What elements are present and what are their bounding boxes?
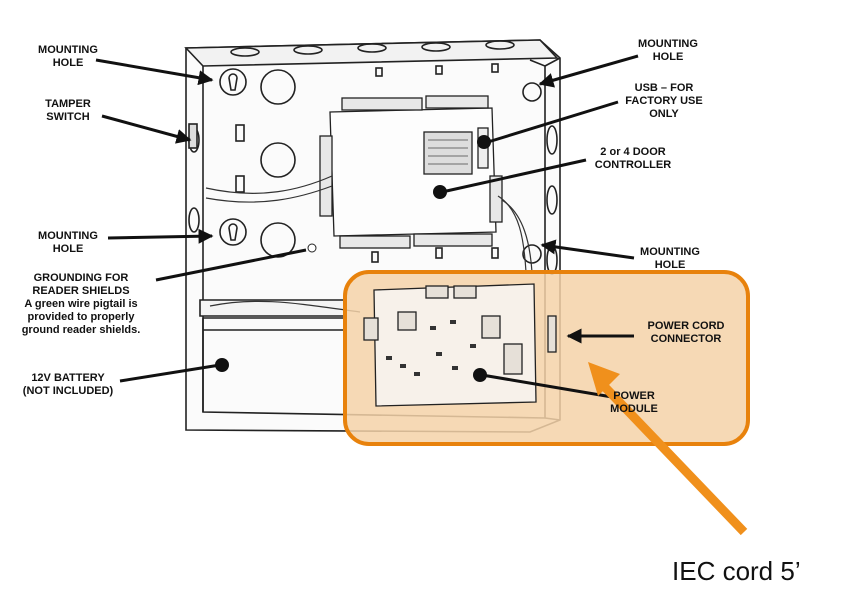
grounding-stud — [307, 243, 317, 253]
label-battery: 12V BATTERY(NOT INCLUDED) — [22, 372, 114, 397]
leader-lines — [95, 54, 639, 400]
leader-dots — [215, 135, 491, 382]
wires — [205, 175, 533, 313]
door-controller-board — [319, 95, 503, 249]
power-module-board — [363, 283, 557, 407]
iec-cord-annotation: IEC cord 5’ — [672, 556, 801, 586]
iec-arrow — [588, 362, 748, 536]
